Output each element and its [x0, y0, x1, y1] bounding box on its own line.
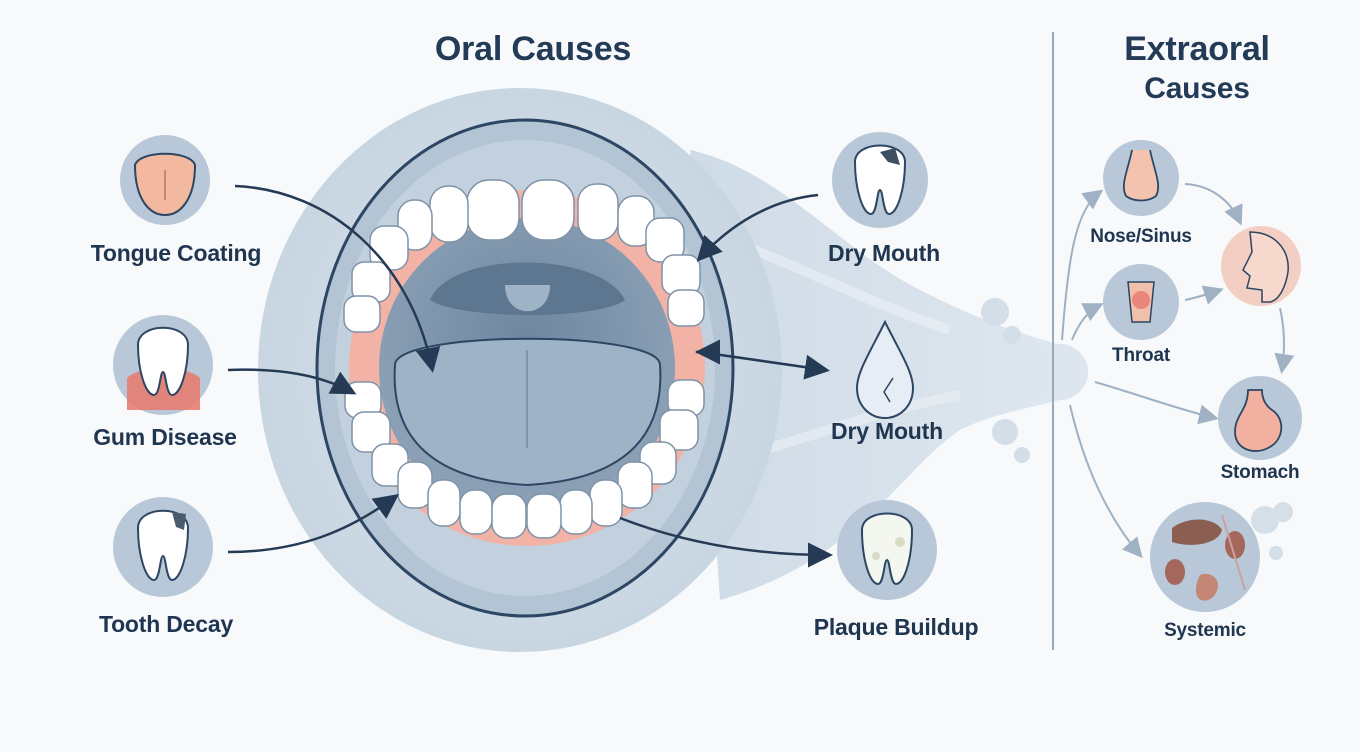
label-stomach: Stomach: [1220, 462, 1300, 483]
nose-icon: [1103, 140, 1179, 216]
oral-arrows: [227, 184, 833, 568]
mouth-illustration: [258, 88, 782, 652]
decayed-tooth-icon: [113, 497, 213, 597]
label-nose-sinus: Nose/Sinus: [1090, 226, 1192, 247]
tongue-icon: [120, 135, 210, 225]
label-throat: Throat: [1112, 345, 1170, 366]
oral-causes-title: Oral Causes: [434, 30, 632, 68]
cracked-tooth-icon: [832, 132, 928, 228]
extraoral-arrows: [1061, 183, 1295, 559]
extraoral-causes-title-line1: Extraoral: [1124, 30, 1270, 68]
stomach-icon: [1218, 376, 1302, 460]
label-tongue-coating: Tongue Coating: [90, 240, 262, 266]
label-dry-mouth-top: Dry Mouth: [828, 240, 940, 266]
head-profile-icon: [1221, 226, 1301, 306]
extraoral-causes-title-line2: Causes: [1144, 72, 1250, 105]
label-plaque-buildup: Plaque Buildup: [813, 614, 979, 640]
organs-icon: [1150, 502, 1260, 612]
label-tooth-decay: Tooth Decay: [98, 611, 234, 637]
gum-disease-tooth-icon: [113, 315, 213, 415]
label-systemic: Systemic: [1164, 620, 1246, 641]
plaque-tooth-icon: [837, 500, 937, 600]
label-dry-mouth-middle: Dry Mouth: [831, 418, 943, 444]
throat-icon: [1103, 264, 1179, 340]
water-drop-icon: [855, 319, 915, 420]
label-gum-disease: Gum Disease: [93, 424, 237, 450]
